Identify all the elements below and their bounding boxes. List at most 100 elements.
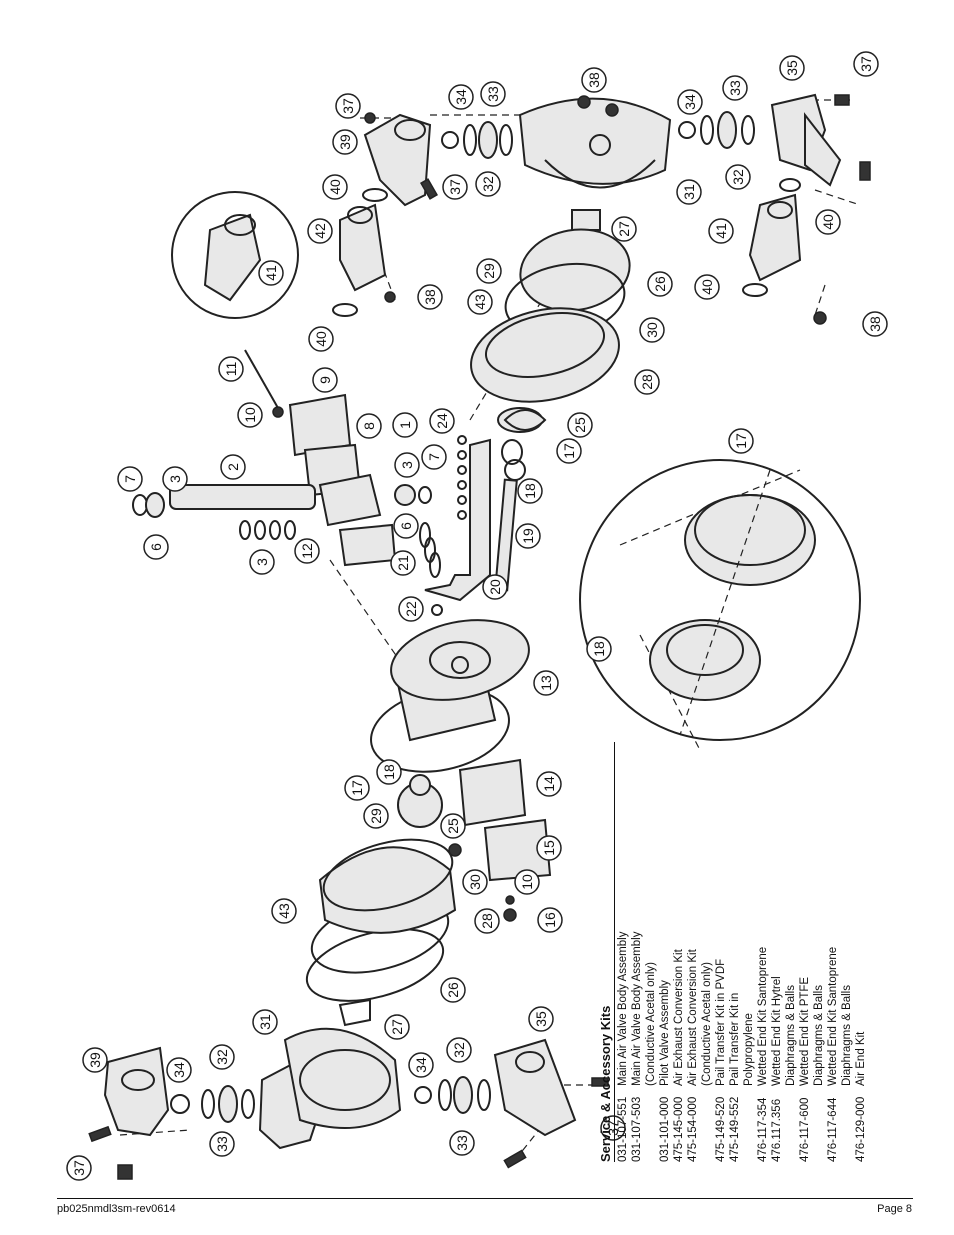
callout-number: 3 — [167, 475, 183, 483]
kit-description: (Conductive Acetal only) — [645, 961, 657, 1086]
callout-number: 6 — [398, 522, 414, 530]
callout-number: 17 — [733, 433, 749, 449]
part-callout: 7 — [117, 466, 143, 492]
part-callout: 37 — [335, 93, 361, 119]
callout-circle — [815, 209, 841, 235]
part-callout: 6 — [143, 534, 169, 560]
callout-number: 30 — [644, 322, 660, 338]
kit-description: Polypropylene — [743, 1013, 755, 1086]
callout-circle — [322, 174, 348, 200]
callout-circle — [356, 413, 382, 439]
callout-number: 26 — [445, 982, 461, 998]
footer-page-number: Page 8 — [877, 1203, 912, 1215]
kit-description: Diaphragms & Balls — [785, 985, 797, 1086]
part-callout: 16 — [537, 907, 563, 933]
callout-number: 41 — [263, 265, 279, 281]
kit-part-number: 476-129-000 — [855, 1096, 867, 1162]
callout-circle — [220, 454, 246, 480]
kit-description: Wetted End Kit Santoprene — [827, 946, 839, 1086]
callout-number: 33 — [727, 80, 743, 96]
callout-circle — [647, 271, 673, 297]
part-callout: 10 — [237, 402, 263, 428]
part-callout: 43 — [467, 289, 493, 315]
part-callout: 38 — [862, 311, 888, 337]
callout-number: 6 — [148, 543, 164, 551]
kit-part-number: 475-149-520 — [715, 1096, 727, 1162]
detail-inset-seat-ball — [579, 459, 861, 741]
callout-number: 40 — [820, 214, 836, 230]
part-callout: 26 — [440, 977, 466, 1003]
service-kits-title: Service & Accessory Kits — [598, 742, 615, 1162]
callout-number: 3 — [399, 461, 415, 469]
part-callout: 37 — [853, 51, 879, 77]
callout-circle — [271, 898, 297, 924]
callout-circle — [117, 466, 143, 492]
callout-circle — [446, 1037, 472, 1063]
callout-circle — [462, 869, 488, 895]
callout-circle — [611, 216, 637, 242]
kit-description: Pilot Valve Assembly — [659, 980, 671, 1086]
callout-number: 31 — [681, 184, 697, 200]
part-callout: 38 — [581, 67, 607, 93]
callout-number: 35 — [784, 60, 800, 76]
callout-circle — [258, 260, 284, 286]
callout-circle — [533, 670, 559, 696]
part-callout: 28 — [634, 369, 660, 395]
callout-number: 33 — [485, 86, 501, 102]
callout-circle — [708, 218, 734, 244]
callout-circle — [394, 452, 420, 478]
part-callout: 17 — [728, 428, 754, 454]
kit-part-number — [644, 1086, 658, 1162]
callout-circle — [393, 513, 419, 539]
callout-circle — [440, 813, 466, 839]
kit-description: Wetted End Kit PTFE — [799, 976, 811, 1086]
callout-number: 28 — [479, 913, 495, 929]
callout-number: 32 — [730, 169, 746, 185]
kit-row: Diaphragms & Balls — [784, 742, 798, 1162]
kit-description: Wetted End Kit Santoprene — [757, 946, 769, 1086]
kit-part-number: 475-154-000 — [687, 1096, 699, 1162]
part-callout: 7 — [421, 444, 447, 470]
part-callout: 18 — [376, 759, 402, 785]
left-chamber — [305, 758, 552, 1027]
part-callout: 11 — [218, 356, 244, 382]
callout-number: 18 — [381, 764, 397, 780]
part-callout: 15 — [536, 835, 562, 861]
callout-circle — [376, 759, 402, 785]
part-callout: 13 — [533, 670, 559, 696]
callout-number: 34 — [453, 89, 469, 105]
callout-circle — [312, 367, 338, 393]
footer-document-id: pb025nmdl3sm-rev0614 — [57, 1203, 176, 1215]
callout-circle — [517, 478, 543, 504]
right-chamber — [441, 93, 871, 431]
callout-number: 10 — [242, 407, 258, 423]
part-callout: 39 — [332, 129, 358, 155]
callout-number: 43 — [472, 294, 488, 310]
callout-number: 25 — [572, 417, 588, 433]
callout-number: 32 — [214, 1049, 230, 1065]
callout-number: 29 — [368, 808, 384, 824]
callout-circle — [344, 775, 370, 801]
part-callout: 19 — [515, 523, 541, 549]
callout-circle — [536, 835, 562, 861]
callout-circle — [581, 67, 607, 93]
callout-circle — [482, 574, 508, 600]
callout-circle — [528, 1006, 554, 1032]
callout-circle — [308, 326, 334, 352]
callout-number: 39 — [87, 1052, 103, 1068]
kit-row: Diaphragms & Balls — [812, 742, 826, 1162]
part-callout: 34 — [166, 1057, 192, 1083]
outlet-manifold-left — [88, 1027, 609, 1180]
callout-number: 33 — [214, 1136, 230, 1152]
callout-circle — [722, 75, 748, 101]
callout-circle — [480, 81, 506, 107]
